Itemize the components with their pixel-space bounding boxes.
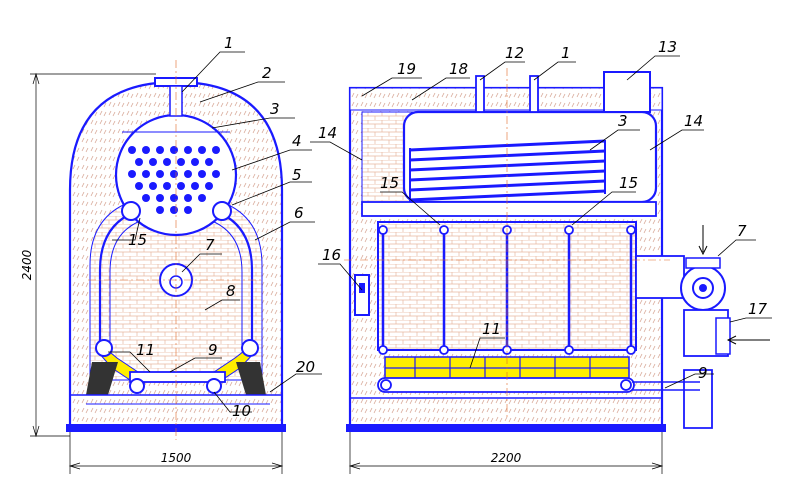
- nozzle-12: [475, 75, 485, 113]
- dim-front-width: 1500: [161, 451, 192, 465]
- callout-1: 1: [224, 34, 234, 52]
- front-grate: [129, 371, 226, 383]
- callout-r1: 1: [561, 44, 571, 62]
- callout-6: 6: [294, 204, 304, 222]
- right-header: [212, 201, 232, 221]
- callout-r9: 9: [698, 364, 708, 382]
- front-callouts: 1 2 3 4 5 6 7 8 9 11 10 15 20: [108, 34, 322, 420]
- front-view: [66, 60, 286, 440]
- lower-right-header: [241, 339, 259, 357]
- callout-r11: 11: [482, 320, 501, 338]
- inspection-door: [354, 274, 370, 316]
- support-beam: [361, 201, 657, 217]
- callout-10: 10: [232, 402, 251, 420]
- chain-conveyor: [377, 377, 635, 393]
- side-callouts: 19 18 12 1 13 3 14 14 15 15 16 7 17 11 9: [310, 38, 772, 389]
- top-insulation: [349, 87, 663, 111]
- callout-5: 5: [292, 166, 302, 184]
- callout-11: 11: [136, 341, 155, 359]
- callout-r18: 18: [449, 60, 468, 78]
- callout-9: 9: [208, 341, 218, 359]
- callout-r15a: 15: [380, 174, 399, 192]
- callout-r3: 3: [618, 112, 628, 130]
- callout-r12: 12: [505, 44, 524, 62]
- grate-wheel-left: [129, 378, 145, 394]
- callout-7: 7: [205, 236, 215, 254]
- callout-r17: 17: [748, 300, 768, 318]
- ash-hopper-right: [236, 362, 266, 395]
- dim-side-length: 2200: [491, 451, 522, 465]
- lower-left-header: [95, 339, 113, 357]
- callout-15: 15: [128, 231, 147, 249]
- side-base: [346, 424, 666, 432]
- callout-8: 8: [226, 282, 236, 300]
- callout-r14b: 14: [684, 112, 703, 130]
- ash-hopper-left: [86, 362, 118, 395]
- nozzle-1: [529, 75, 539, 113]
- callout-r13: 13: [658, 38, 677, 56]
- callout-r15b: 15: [619, 174, 638, 192]
- callout-2: 2: [262, 64, 272, 82]
- fan-inlet: [685, 257, 721, 269]
- callout-4: 4: [292, 132, 302, 150]
- side-view: [344, 68, 770, 432]
- left-header: [121, 201, 141, 221]
- air-duct: [635, 255, 685, 299]
- grate-wheel-right: [206, 378, 222, 394]
- callout-r16: 16: [322, 246, 341, 264]
- callout-20: 20: [296, 358, 315, 376]
- drum-tubes: [128, 146, 220, 214]
- callout-r19: 19: [397, 60, 416, 78]
- dim-height: 2400: [20, 249, 34, 280]
- flue-outlet: [603, 71, 651, 113]
- callout-r14a: 14: [318, 124, 337, 142]
- lower-duct: [683, 369, 713, 429]
- callout-r7: 7: [737, 222, 747, 240]
- callout-3: 3: [270, 100, 280, 118]
- dimensions: 2400 1500 2200: [20, 72, 664, 474]
- side-coils: [409, 139, 606, 202]
